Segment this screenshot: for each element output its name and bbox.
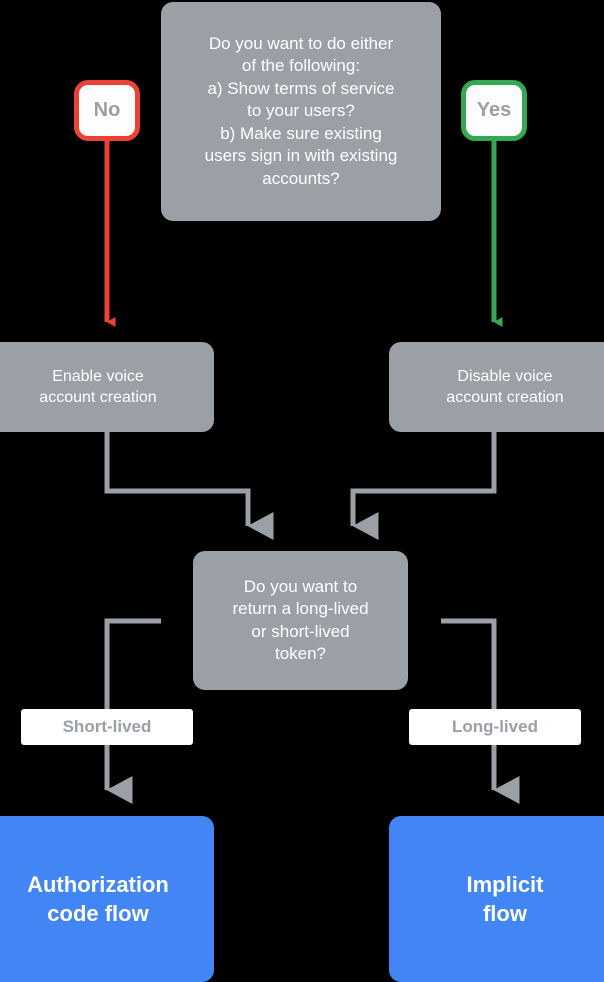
node-authorization-code-flow: Authorization code flow	[0, 816, 214, 982]
node-question-token: Do you want to return a long-lived or sh…	[193, 551, 408, 690]
node-implicit-flow: Implicit flow	[389, 816, 604, 982]
label-short-lived-text: Short-lived	[62, 717, 152, 736]
chip-yes[interactable]: Yes	[461, 80, 527, 141]
edge-enable-to-token-question	[104, 432, 274, 540]
node-disable-voice-text: Disable voice account creation	[446, 367, 564, 406]
chip-no-label: No	[93, 99, 121, 121]
node-question-token-text: Do you want to return a long-lived or sh…	[232, 576, 369, 663]
label-long-lived: Long-lived	[409, 709, 581, 745]
node-enable-voice: Enable voice account creation	[0, 342, 214, 432]
edge-token-question-to-implicit-flow	[441, 618, 520, 804]
node-authorization-code-flow-text: Authorization code flow	[27, 871, 169, 926]
edge-disable-to-token-question	[350, 432, 497, 540]
label-long-lived-text: Long-lived	[452, 717, 538, 736]
node-question-top: Do you want to do either of the followin…	[161, 2, 441, 221]
chip-yes-label: Yes	[476, 99, 512, 121]
node-disable-voice: Disable voice account creation	[389, 342, 604, 432]
chip-no[interactable]: No	[74, 80, 140, 141]
node-implicit-flow-text: Implicit flow	[466, 871, 544, 926]
node-question-top-text: Do you want to do either of the followin…	[204, 33, 398, 188]
label-short-lived: Short-lived	[21, 709, 193, 745]
node-enable-voice-text: Enable voice account creation	[39, 367, 157, 406]
edge-token-question-to-auth-code-flow	[104, 618, 161, 804]
